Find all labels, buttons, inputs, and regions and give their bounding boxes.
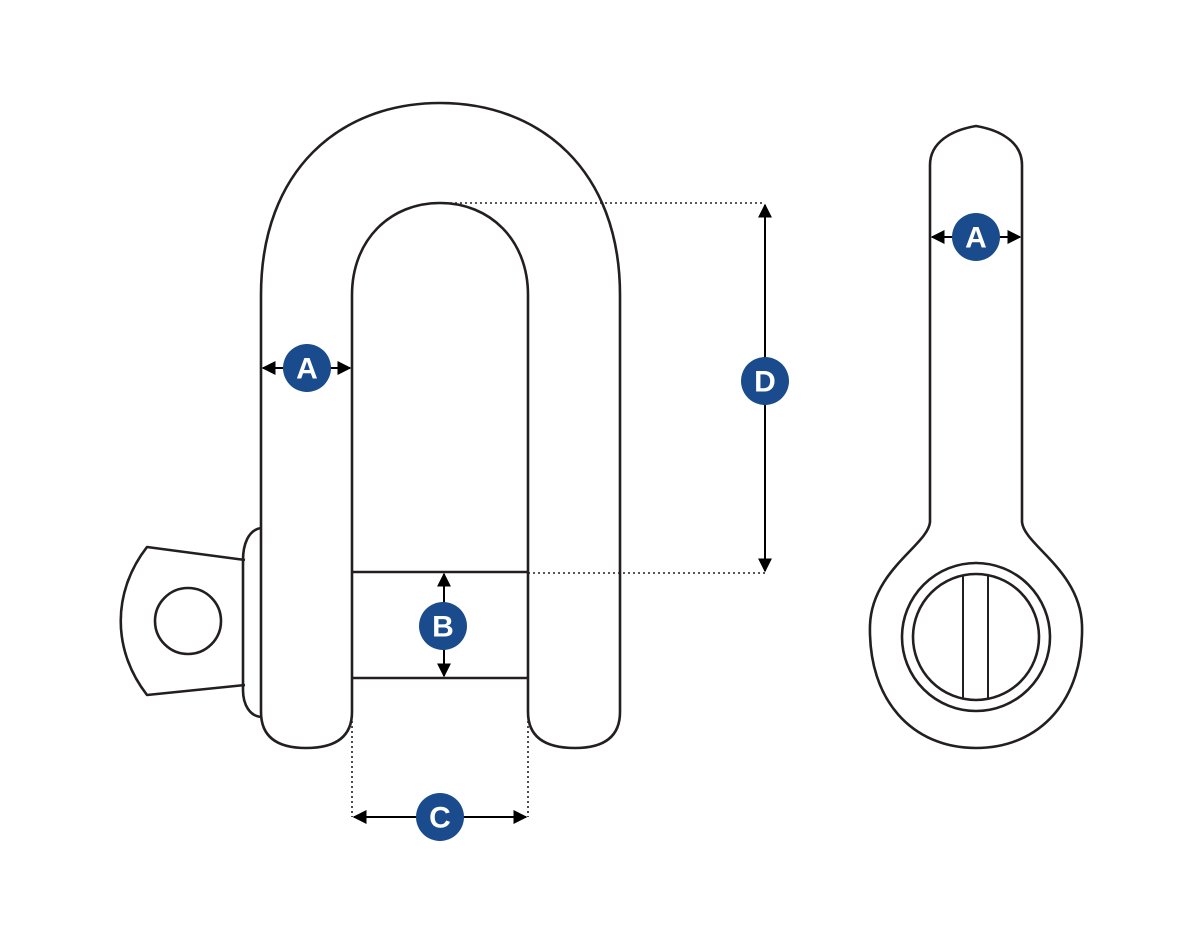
badge-d: D (741, 357, 789, 405)
side-eye-outer (900, 561, 1052, 713)
badge-c: C (416, 793, 464, 841)
badge-b: B (419, 602, 467, 650)
side-body (868, 124, 1084, 750)
badge-label: A (296, 353, 318, 386)
badge-label: D (754, 366, 776, 399)
badge-label: B (432, 611, 454, 644)
pin-tab-hole (153, 586, 223, 656)
badge-a-side: A (952, 213, 1000, 261)
pin-tab (119, 545, 246, 697)
shackle-side-view (868, 124, 1084, 750)
pin-collar (241, 526, 262, 719)
shackle-body (259, 101, 622, 750)
badge-label: A (965, 222, 987, 255)
dimension-lines (261, 202, 1022, 824)
shackle-front-view (119, 101, 622, 750)
badge-label: C (429, 802, 451, 835)
side-eye-inner (911, 572, 1041, 702)
badge-a-front: A (283, 344, 331, 392)
